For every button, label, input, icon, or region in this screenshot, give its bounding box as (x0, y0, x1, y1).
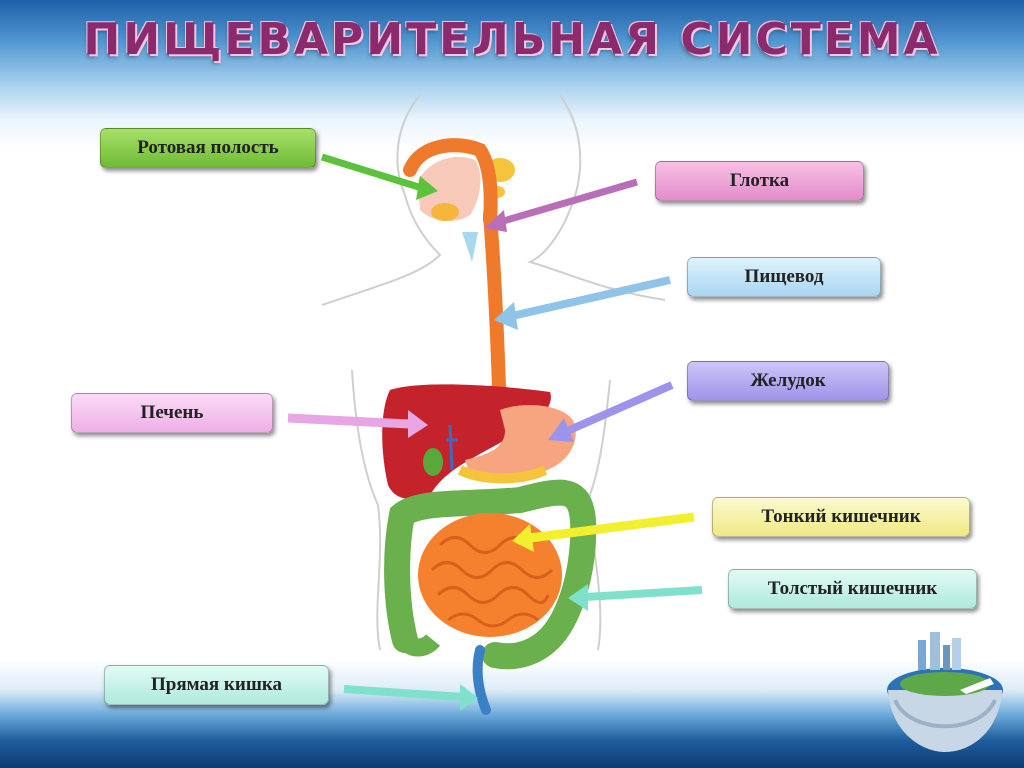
label-stomach: Желудок (687, 361, 889, 401)
label-mouth: Ротовая полость (100, 128, 316, 168)
large-intestine-organ (384, 479, 597, 670)
arrow-liver (287, 410, 428, 438)
arrow-stomach (548, 381, 674, 442)
arrow-pharynx (484, 178, 638, 232)
arrow-esophagus (494, 276, 671, 330)
label-small-intestine: Тонкий кишечник (712, 497, 970, 537)
arrow-rectum (343, 684, 478, 711)
arrow-mouth (320, 153, 438, 200)
label-liver: Печень (71, 393, 273, 433)
small-intestine-organ (418, 513, 562, 637)
stomach-organ (465, 405, 576, 476)
city-globe-logo (887, 632, 1003, 752)
label-pharynx: Глотка (655, 161, 864, 201)
label-esophagus: Пищевод (687, 257, 881, 297)
label-large-intestine: Толстый кишечник (728, 569, 977, 609)
page-title: ПИЩЕВАРИТЕЛЬНАЯ СИСТЕМА (83, 14, 941, 65)
rectum-organ (472, 645, 491, 715)
bile-duct (446, 424, 458, 471)
arrow-small-intestine (512, 512, 695, 552)
label-rectum: Прямая кишка (104, 665, 329, 705)
arrow-large-intestine (568, 584, 703, 611)
pharynx-organ (403, 138, 498, 227)
